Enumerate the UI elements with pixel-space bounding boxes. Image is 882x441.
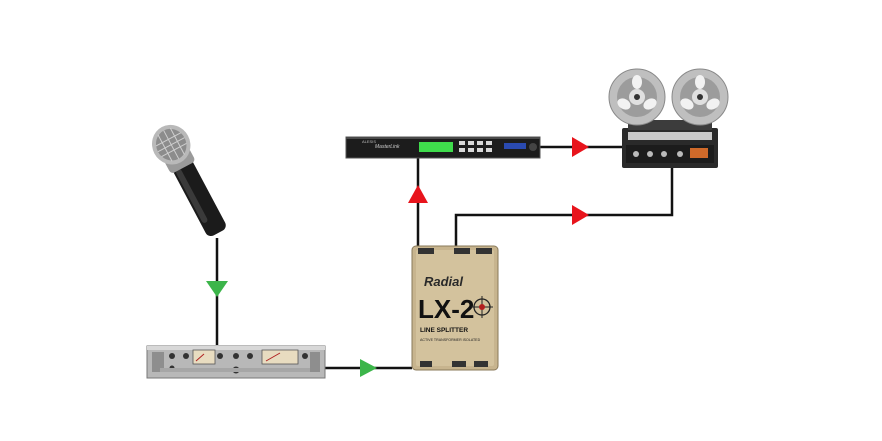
splitter-box: Radial LX-2 LINE SPLITTER ACTIVE TRANSFO… (411, 245, 499, 371)
processor-brand: ALESIS (362, 139, 376, 144)
splitter-brand: Radial (424, 274, 463, 289)
green-arrow-right (360, 359, 377, 377)
red-arrow-right-bottom (572, 205, 589, 225)
arrows (206, 137, 589, 377)
microphone (151, 124, 226, 237)
signal-processor: ALESIS MasterLink (345, 136, 541, 159)
processor-model: MasterLink (375, 144, 400, 150)
preamp (146, 345, 326, 379)
red-arrow-right-top (572, 137, 589, 157)
green-arrow-down (206, 281, 228, 297)
red-arrow-up (408, 185, 428, 203)
splitter-name: LINE SPLITTER (420, 327, 468, 334)
splitter-subtitle: ACTIVE TRANSFORMER ISOLATED (420, 338, 481, 342)
wire-splitter-to-tape (454, 168, 674, 248)
tape-machine (608, 68, 729, 168)
splitter-model: LX-2 (418, 294, 474, 324)
